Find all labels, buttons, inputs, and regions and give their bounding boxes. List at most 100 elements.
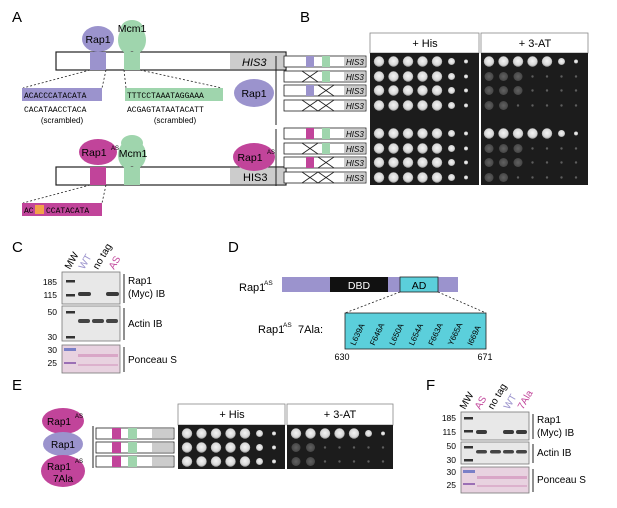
yeast-spot [319,428,331,439]
rap1-scrambled-sequence: CACATAACCTACA [24,106,87,115]
yeast-spot [545,161,549,164]
e-3at-spots [290,428,385,466]
yeast-spot [417,56,428,67]
c-mw-115: 115 [43,290,57,300]
yeast-spot [402,71,414,82]
yeast-spot [306,443,315,452]
yeast-spot [541,56,553,67]
e-his-spots [181,428,276,467]
c-blot1-label2: (Myc) IB [128,289,166,300]
mcm1-site-sequence-box [125,88,223,101]
yeast-spot [334,428,345,439]
e-construct-rows [95,427,175,468]
yeast-spot [305,428,316,439]
rap1-as-label: Rap1 [81,147,106,159]
yeast-spot [464,103,468,108]
yeast-spot [402,128,414,139]
yeast-spot [196,456,207,467]
b-construct-row: HIS3 [283,70,367,83]
f-mw-30a: 30 [447,455,457,465]
rap1-site-box [90,52,106,70]
yeast-spot [352,460,356,463]
yeast-spot [388,128,399,139]
yeast-spot [373,85,385,96]
yeast-spot [388,157,399,168]
e-construct-row [95,427,175,440]
yeast-spot [417,71,428,82]
yeast-spot [272,445,276,450]
c-blot3-label: Ponceau S [128,355,177,366]
yeast-spot [272,431,276,436]
yeast-spot [239,442,251,453]
yeast-spot [512,56,524,67]
yeast-spot [448,145,455,152]
b-construct-row: HIS3 [283,142,367,155]
yeast-spot [431,71,443,82]
b-his3-label: HIS3 [346,87,364,96]
yeast-spot [545,147,549,150]
yeast-spot [499,144,508,153]
b-3at-spots [483,56,578,182]
as-site-sequence-suffix: CCATACATA [46,207,89,216]
yeast-spot [484,144,494,153]
d-dbd-domain [330,277,388,292]
yeast-spot [574,104,578,107]
b-construct-row: HIS3 [283,127,367,140]
yeast-spot [516,176,520,179]
yeast-spot [431,143,443,154]
yeast-spot [513,72,523,81]
yeast-spot [431,56,443,67]
yeast-spot [373,56,385,67]
yeast-spot [417,157,428,168]
b-his3-label: HIS3 [346,130,364,139]
panel-label-b: B [300,9,310,26]
yeast-spot [402,100,414,111]
yeast-spot [574,161,578,164]
d-end-residue: 671 [477,352,492,362]
rap1-as-protein [79,139,117,165]
yeast-spot [464,131,468,136]
b-rap1-protein [234,79,274,107]
yeast-spot [527,128,538,139]
b-rap1-as-protein [233,143,275,171]
yeast-spot [499,101,508,110]
e-row1-protein [42,408,84,434]
b-his-spots [373,56,468,183]
yeast-spot [499,72,508,81]
yeast-spot [417,143,428,154]
yeast-spot [498,128,509,139]
yeast-spot [448,58,455,65]
mcm1-protein-label-2: Mcm1 [119,148,148,160]
yeast-spot [210,428,222,439]
yeast-spot [417,100,428,111]
yeast-spot [239,456,251,467]
rap1-as-sup: AS [111,146,119,152]
mcm1-site-box [124,52,140,70]
yeast-spot [545,176,549,179]
b-his3-label: HIS3 [346,145,364,154]
rap1-protein-label: Rap1 [85,34,110,46]
e-header-his: + His [219,409,245,421]
e-row3-label2: 7Ala [53,474,73,485]
yeast-spot [448,174,455,181]
yeast-spot [574,89,578,92]
his3-box [230,53,285,69]
yeast-spot [560,104,563,107]
yeast-spot [367,446,370,449]
b-construct-row: HIS3 [283,171,367,184]
yeast-spot [499,86,508,95]
as-site-mutation-highlight [35,205,44,214]
yeast-spot [306,457,315,466]
panel-label-d: D [228,239,239,256]
f-lane-mw: MW [458,390,477,411]
yeast-spot [373,172,385,183]
yeast-spot [402,172,414,183]
yeast-spot [181,456,193,467]
c-mw-30b: 30 [48,345,58,355]
yeast-spot [210,456,222,467]
yeast-spot [541,128,553,139]
yeast-spot [417,128,428,139]
yeast-spot [239,428,251,439]
